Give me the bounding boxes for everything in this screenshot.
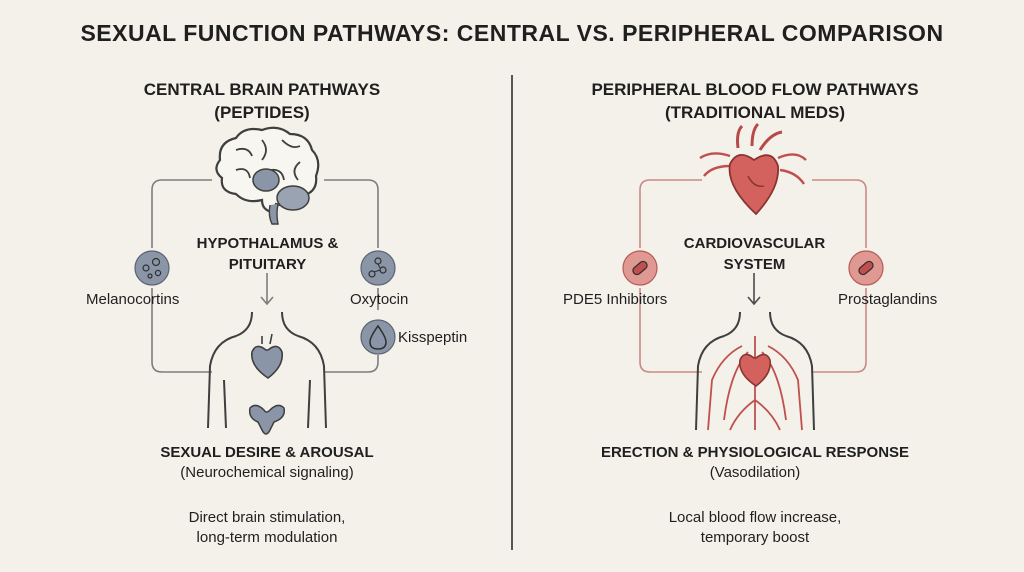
peripheral-footer-line2: temporary boost <box>700 529 810 546</box>
central-line-top-right <box>324 179 379 248</box>
center-divider <box>511 75 513 550</box>
peripheral-heading-line2: (TRADITIONAL MEDS) <box>664 103 846 122</box>
peripheral-footer: Local blood flow increase, temporary boo… <box>600 508 910 548</box>
central-line-top-left <box>151 179 212 248</box>
peripheral-result: ERECTION & PHYSIOLOGICAL RESPONSE <box>600 444 910 461</box>
peripheral-footer-line1: Local blood flow increase, <box>668 509 842 526</box>
peripheral-line-bottom-right <box>812 288 867 373</box>
central-footer-line2: long-term modulation <box>196 529 338 546</box>
central-center-line2: PITUITARY <box>228 256 307 273</box>
peripheral-arrow <box>747 273 761 306</box>
central-extra-label: Kisspeptin <box>398 329 468 346</box>
central-heading: CENTRAL BRAIN PATHWAYS (PEPTIDES) <box>62 78 462 124</box>
heart-icon <box>251 333 284 379</box>
central-line-bottom-left <box>151 288 212 373</box>
peripheral-right-label: Prostaglandins <box>838 291 938 308</box>
heart-icon <box>739 353 772 387</box>
central-connectors <box>151 179 379 373</box>
body-silhouette <box>207 311 327 429</box>
peripheral-line-top-right <box>812 179 867 248</box>
central-line-bottom-right <box>324 355 379 373</box>
pelvis-icon <box>248 404 286 435</box>
central-arrow <box>260 273 274 306</box>
vascular-body <box>695 311 815 431</box>
molecule-chain-icon <box>360 250 396 286</box>
droplet-icon <box>360 319 396 355</box>
central-result: SEXUAL DESIRE & AROUSAL <box>160 444 374 461</box>
peripheral-heading: PERIPHERAL BLOOD FLOW PATHWAYS (TRADITIO… <box>555 78 955 124</box>
peripheral-left-label: PDE5 Inhibitors <box>563 291 668 308</box>
central-heading-line2: (PEPTIDES) <box>214 103 310 122</box>
peripheral-center-label: CARDIOVASCULAR SYSTEM <box>667 233 842 275</box>
molecule-cluster-icon <box>134 250 170 286</box>
brain-icon <box>215 126 320 225</box>
central-center-line1: HYPOTHALAMUS & <box>196 235 339 252</box>
central-heading-line1: CENTRAL BRAIN PATHWAYS <box>143 80 381 99</box>
central-right-label: Oxytocin <box>350 291 409 308</box>
central-footer-line1: Direct brain stimulation, <box>188 509 346 526</box>
peripheral-result-sub: (Vasodilation) <box>709 464 801 481</box>
page-title: SEXUAL FUNCTION PATHWAYS: CENTRAL VS. PE… <box>80 20 944 46</box>
peripheral-center-line1: CARDIOVASCULAR <box>683 235 826 252</box>
pill-icon-right <box>848 250 884 286</box>
peripheral-connectors <box>639 179 867 373</box>
cardio-heart-icon <box>699 122 807 216</box>
peripheral-center-line2: SYSTEM <box>723 256 786 273</box>
central-center-label: HYPOTHALAMUS & PITUITARY <box>180 233 355 275</box>
peripheral-heading-line1: PERIPHERAL BLOOD FLOW PATHWAYS <box>591 80 919 99</box>
peripheral-line-bottom-left <box>639 288 702 373</box>
central-result-sub: (Neurochemical signaling) <box>180 464 354 481</box>
central-footer: Direct brain stimulation, long-term modu… <box>112 508 422 548</box>
peripheral-line-top-left <box>639 179 702 248</box>
central-left-label: Melanocortins <box>86 291 180 308</box>
pill-icon <box>622 250 658 286</box>
